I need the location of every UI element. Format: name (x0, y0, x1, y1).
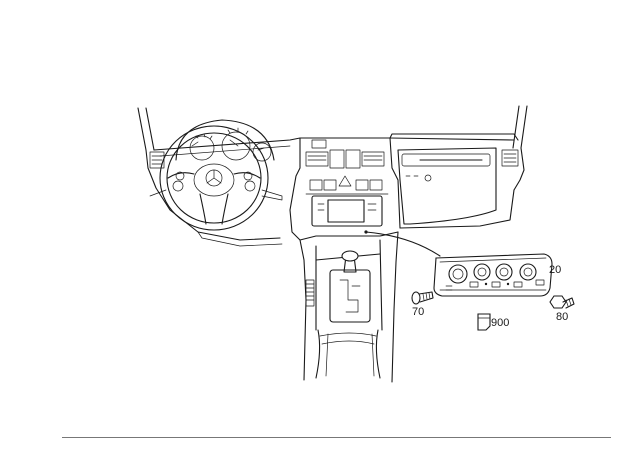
right-air-vent (501, 149, 519, 167)
callout-connector: 900 (491, 317, 509, 329)
screw-70 (411, 291, 434, 305)
glovebox (397, 147, 497, 225)
footer-divider (62, 437, 611, 438)
center-console (299, 231, 399, 383)
screw-80 (549, 295, 575, 309)
leader-line (364, 230, 441, 257)
center-vents (305, 139, 385, 169)
steering-wheel (149, 125, 283, 231)
connector-900 (477, 313, 491, 331)
radio-display (311, 195, 383, 227)
callout-screw-left: 70 (412, 306, 424, 318)
instrument-cluster (175, 119, 275, 162)
left-air-vent (149, 151, 165, 169)
hazard-switch (305, 175, 389, 195)
dashboard-outline (137, 105, 528, 247)
callout-screw-right: 80 (556, 311, 568, 323)
climate-control-unit (433, 253, 553, 297)
callout-control-unit: 20 (549, 264, 561, 276)
